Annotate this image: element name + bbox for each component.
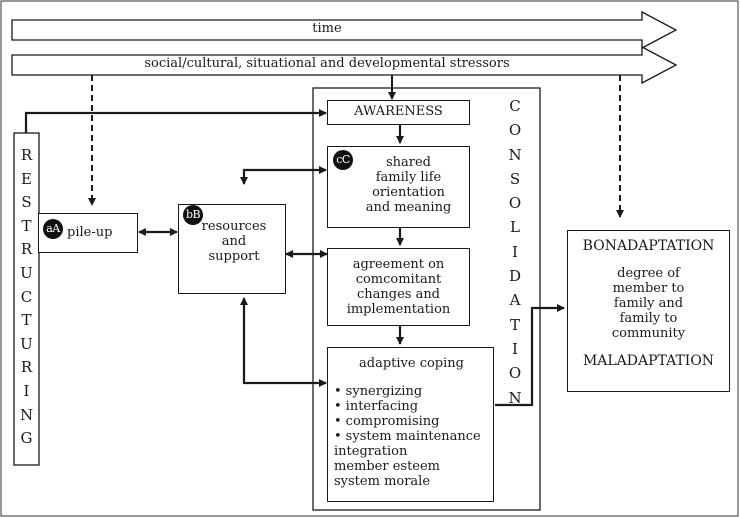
coping-bullet: compromising bbox=[334, 414, 489, 429]
badge-cC: cC bbox=[333, 150, 353, 170]
coping-extra-line: member esteem bbox=[334, 459, 441, 474]
pile-up-label: pile-up bbox=[67, 225, 113, 240]
arrow-coping-outcome bbox=[495, 304, 565, 407]
consolidation-letter: L bbox=[510, 218, 520, 237]
stressors-label: social/cultural, situational and develop… bbox=[144, 56, 510, 71]
time-arrow bbox=[11, 10, 678, 50]
restructuring-letter: T bbox=[21, 216, 32, 235]
shared-line: shared bbox=[385, 155, 432, 170]
consolidation-letter: O bbox=[508, 364, 522, 383]
restructuring-letter: R bbox=[20, 358, 33, 377]
badge-bB: bB bbox=[183, 205, 203, 225]
coping-bullet: synergizing bbox=[334, 384, 489, 399]
consolidation-letter: N bbox=[508, 145, 522, 164]
agreement-line: implementation bbox=[346, 302, 451, 317]
maladaptation-label: MALADAPTATION bbox=[582, 353, 715, 369]
arrow-restructuring-awareness bbox=[24, 109, 327, 133]
resources-line: resources bbox=[201, 219, 267, 234]
badge-aA: aA bbox=[43, 219, 63, 239]
consolidation-letter: T bbox=[509, 315, 520, 334]
outcome-line: family and bbox=[613, 296, 684, 311]
coping-bullet: system maintenance bbox=[334, 429, 489, 444]
restructuring-letter: C bbox=[20, 287, 33, 306]
arrow-resources-coping bbox=[240, 297, 327, 387]
restructuring-letter: U bbox=[20, 334, 33, 353]
stressors-arrow bbox=[11, 45, 678, 85]
restructuring-letter: N bbox=[19, 405, 34, 424]
outcome-line: family to bbox=[619, 311, 678, 326]
coping-extra-line: system morale bbox=[334, 474, 431, 489]
agreement-line: comcomitant bbox=[355, 272, 442, 287]
bonadaptation-label: BONADAPTATION bbox=[582, 238, 715, 254]
outcome-line: degree of bbox=[617, 266, 680, 281]
consolidation-letter: O bbox=[508, 194, 522, 213]
consolidation-letter: I bbox=[512, 339, 518, 358]
shared-line: orientation bbox=[372, 185, 445, 200]
restructuring-letter: I bbox=[23, 381, 30, 400]
resources-line: and bbox=[221, 234, 247, 249]
resources-line: support bbox=[208, 249, 260, 264]
restructuring-letter: T bbox=[21, 311, 32, 330]
consolidation-letter: A bbox=[509, 291, 521, 310]
coping-bullets: synergizinginterfacingcompromisingsystem… bbox=[334, 384, 489, 444]
coping-extra-line: integration bbox=[334, 444, 408, 459]
restructuring-letter: R bbox=[20, 240, 33, 259]
consolidation-letter: D bbox=[508, 267, 522, 286]
awareness-label: AWARENESS bbox=[354, 104, 443, 119]
restructuring-letter: U bbox=[20, 263, 33, 282]
consolidation-letter: O bbox=[508, 121, 522, 140]
agreement-line: agreement on bbox=[352, 257, 445, 272]
restructuring-column bbox=[13, 132, 40, 466]
coping-box: adaptive coping synergizinginterfacingco… bbox=[327, 347, 494, 502]
restructuring-letter: E bbox=[21, 169, 32, 188]
consolidation-letter: C bbox=[509, 97, 521, 115]
outcome-line: member to bbox=[612, 281, 685, 296]
arrow-resources-shared bbox=[240, 166, 327, 185]
shared-line: family life bbox=[375, 170, 442, 185]
shared-line: and meaning bbox=[365, 200, 452, 215]
coping-title: adaptive coping bbox=[359, 356, 464, 371]
consolidation-letter: N bbox=[508, 388, 522, 407]
restructuring-letter: R bbox=[20, 146, 33, 164]
consolidation-letter: I bbox=[512, 242, 518, 261]
agreement-line: changes and bbox=[356, 287, 441, 302]
outcome-line: community bbox=[611, 326, 686, 341]
consolidation-letter: S bbox=[509, 169, 521, 188]
time-label: time bbox=[312, 21, 342, 36]
restructuring-letter: S bbox=[21, 193, 32, 212]
restructuring-letter: G bbox=[20, 429, 33, 448]
coping-bullet: interfacing bbox=[334, 399, 489, 414]
awareness-box: AWARENESS bbox=[327, 100, 470, 125]
